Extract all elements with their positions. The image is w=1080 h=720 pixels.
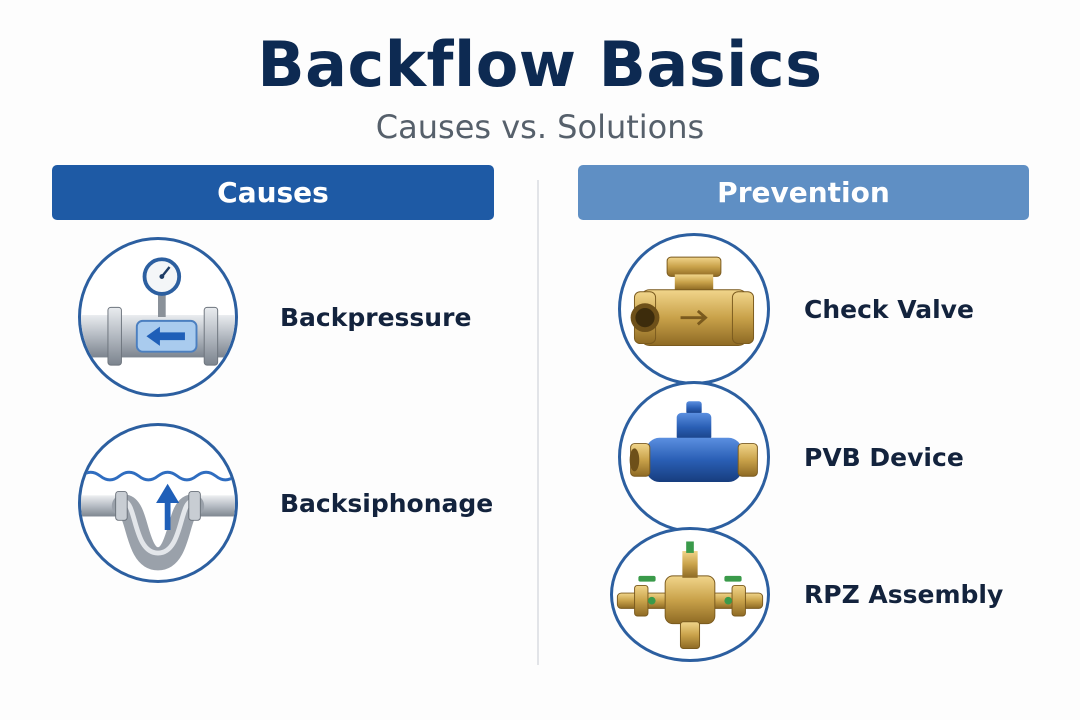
page-title: Backflow Basics (257, 28, 823, 101)
page-subtitle: Causes vs. Solutions (375, 108, 705, 146)
prevention-item-pvb-device: PVB Device (618, 381, 964, 533)
pressure-gauge-pipe-icon (78, 237, 238, 397)
check-valve-icon (618, 233, 770, 385)
prevention-label-check-valve: Check Valve (804, 294, 974, 324)
prevention-label-rpz-assembly: RPZ Assembly (804, 580, 1004, 609)
prevention-label-pvb-device: PVB Device (804, 442, 964, 472)
cause-item-backpressure: Backpressure (78, 237, 471, 397)
prevention-item-check-valve: Check Valve (618, 233, 974, 385)
prevention-item-rpz-assembly: RPZ Assembly (610, 527, 1003, 662)
cause-item-backsiphonage: Backsiphonage (78, 423, 493, 583)
siphon-pipe-icon (78, 423, 238, 583)
causes-header: Causes (52, 165, 494, 220)
cause-label-backpressure: Backpressure (280, 302, 472, 332)
cause-label-backsiphonage: Backsiphonage (280, 488, 494, 518)
pvb-device-icon (618, 381, 770, 533)
rpz-assembly-icon (610, 527, 770, 662)
column-divider (537, 180, 539, 665)
prevention-header: Prevention (578, 165, 1029, 220)
